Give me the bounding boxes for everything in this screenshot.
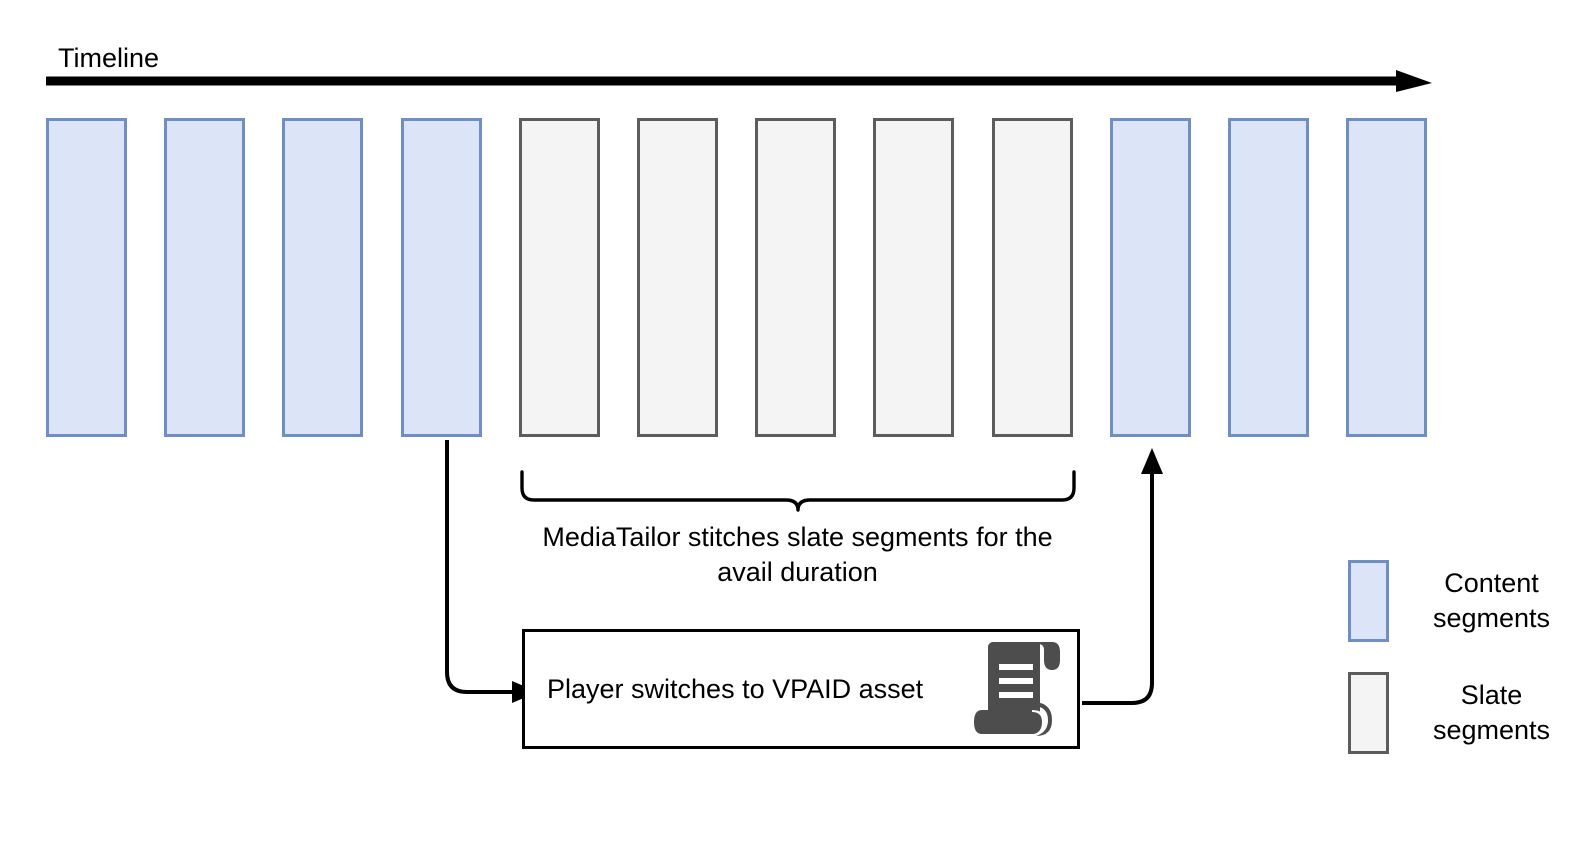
content-segment-1 — [46, 118, 127, 437]
legend-swatch-slate — [1348, 672, 1389, 754]
legend-item-content: Content segments — [1348, 560, 1574, 642]
content-segment-4 — [400, 118, 482, 437]
scroll-document-icon — [974, 642, 1060, 736]
content-segment-3 — [282, 118, 364, 437]
legend-label-content: Content segments — [1432, 568, 1551, 633]
timeline-axis-arrow-icon — [46, 70, 1432, 92]
content-segment-7 — [1346, 118, 1428, 437]
legend-item-slate: Slate segments — [1348, 672, 1574, 754]
content-segment-5 — [1109, 118, 1191, 437]
vpaid-callout-box: Player switches to VPAID asset — [522, 629, 1080, 749]
slate-span-brace — [520, 470, 1076, 512]
arrow-callout-to-content — [1082, 448, 1163, 705]
legend-label-slate: Slate segments — [1432, 680, 1551, 745]
legend-swatch-content — [1348, 560, 1389, 642]
content-segment-2 — [164, 118, 246, 437]
vpaid-callout-label: Player switches to VPAID asset — [547, 674, 924, 704]
slate-segment-4 — [873, 118, 955, 437]
slate-segment-3 — [755, 118, 837, 437]
brace-caption: MediaTailor stitches slate segments for … — [542, 522, 1053, 587]
content-segment-6 — [1228, 118, 1309, 437]
slate-segment-2 — [637, 118, 718, 437]
slate-segment-5 — [991, 118, 1073, 437]
slate-segment-1 — [518, 118, 600, 437]
timeline-label: Timeline — [58, 43, 160, 73]
